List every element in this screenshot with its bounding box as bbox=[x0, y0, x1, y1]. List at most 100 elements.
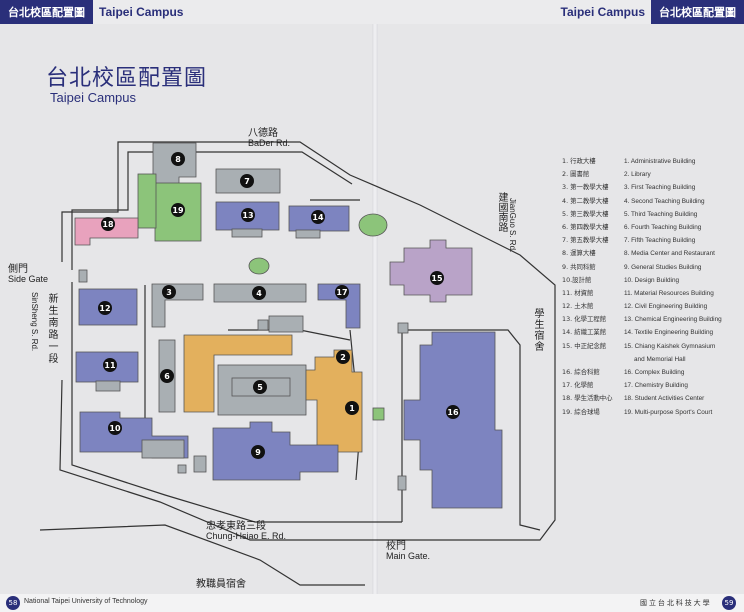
marker-8 bbox=[171, 152, 185, 166]
legend-en: 10. Design Building bbox=[624, 276, 680, 284]
legend-zh: 8. 運算大樓 bbox=[562, 249, 596, 258]
building-14-annex bbox=[295, 229, 321, 239]
legend-row-continued: and Memorial Hall bbox=[562, 353, 732, 366]
marker-16 bbox=[446, 405, 460, 419]
legend-zh: 9. 共同科館 bbox=[562, 262, 596, 271]
legend-row: 2. 圖書館 2. Library bbox=[562, 168, 732, 181]
marker-15 bbox=[430, 271, 444, 285]
legend-zh: 5. 第三教學大樓 bbox=[562, 209, 609, 218]
header-right-zh: 台北校區配置圖 bbox=[651, 0, 744, 24]
road-zhongxiao-en: Chung-Hsiao E. Rd. bbox=[206, 531, 287, 541]
legend-en: 17. Chemistry Building bbox=[624, 382, 688, 390]
marker-5 bbox=[253, 380, 267, 394]
legend-zh: 2. 圖書館 bbox=[562, 170, 590, 179]
marker-19 bbox=[171, 203, 185, 217]
court-strip bbox=[137, 173, 157, 229]
legend-en: 12. Civil Engineering Building bbox=[624, 303, 708, 311]
inner-road-south bbox=[71, 282, 402, 523]
page-spine bbox=[372, 24, 378, 594]
legend-zh: 12. 土木館 bbox=[562, 302, 594, 311]
svg-text:16: 16 bbox=[447, 408, 459, 417]
road-bader-en: BaDer Rd. bbox=[248, 138, 291, 148]
south-street-line bbox=[39, 524, 365, 586]
legend-en: 2. Library bbox=[624, 171, 651, 179]
legend-zh: 19. 綜合球場 bbox=[562, 407, 600, 416]
svg-text:14: 14 bbox=[312, 213, 324, 222]
legend-zh: 13. 化學工程館 bbox=[562, 315, 607, 324]
svg-text:2: 2 bbox=[340, 353, 346, 362]
road-xinsheng-en: SinSheng S. Rd. bbox=[30, 292, 39, 352]
legend-zh: 16. 綜合科館 bbox=[562, 368, 600, 376]
building-13-annex bbox=[231, 228, 263, 238]
road-xinsheng-zh: 新生南路一段 bbox=[46, 293, 57, 365]
legend-en: 11. Material Resources Building bbox=[624, 289, 714, 297]
building-10-annex bbox=[141, 439, 185, 459]
legend-en: 9. General Studies Building bbox=[624, 263, 702, 271]
inner-road-east bbox=[401, 329, 541, 531]
svg-text:10: 10 bbox=[109, 424, 121, 433]
building-11-annex bbox=[95, 380, 121, 392]
legend-zh: 1. 行政大樓 bbox=[562, 157, 596, 165]
footer-university: National Taipei University of Technology bbox=[24, 598, 148, 605]
legend-en: 14. Textile Engineering Building bbox=[624, 329, 714, 337]
header-left: 台北校區配置圖 Taipei Campus bbox=[0, 0, 189, 24]
page-number-left: 58 bbox=[6, 596, 20, 610]
building-17 bbox=[317, 283, 361, 329]
legend-row: 12. 土木館 12. Civil Engineering Building bbox=[562, 300, 732, 313]
legend-zh: 7. 第五教學大樓 bbox=[562, 236, 609, 245]
legend-en: 5. Third Teaching Building bbox=[624, 210, 698, 218]
marker-14 bbox=[311, 210, 325, 224]
legend-en: 1. Administrative Building bbox=[624, 158, 696, 165]
road-jianguo-en: JianGuo S. Rd. bbox=[508, 198, 517, 253]
legend-zh: 6. 第四教學大樓 bbox=[562, 222, 609, 231]
legend-zh: 11. 材資館 bbox=[562, 288, 594, 297]
side-gate-en: Side Gate bbox=[8, 274, 49, 284]
outer-road-line bbox=[59, 141, 556, 541]
header-left-en: Taipei Campus bbox=[99, 5, 184, 19]
green-oval-center bbox=[248, 257, 270, 275]
main-gate-zh: 校門 bbox=[386, 541, 406, 552]
marker-12 bbox=[98, 301, 112, 315]
svg-text:19: 19 bbox=[172, 206, 184, 215]
svg-text:17: 17 bbox=[336, 288, 347, 297]
marker-17 bbox=[335, 285, 349, 299]
svg-text:13: 13 bbox=[242, 211, 253, 220]
building-18 bbox=[74, 217, 139, 246]
legend-en: 13. Chemical Engineering Building bbox=[624, 316, 722, 324]
green-oval-east bbox=[358, 213, 388, 237]
footer-university-zh: 國 立 台 北 科 技 大 學 bbox=[640, 600, 710, 607]
svg-text:4: 4 bbox=[256, 289, 262, 298]
svg-text:6: 6 bbox=[164, 372, 170, 381]
legend-en: 18. Student Activities Center bbox=[624, 395, 705, 403]
svg-text:5: 5 bbox=[257, 383, 263, 392]
building-15 bbox=[389, 239, 473, 303]
building-9 bbox=[212, 421, 339, 481]
svg-text:11: 11 bbox=[104, 361, 116, 370]
building-16-annex bbox=[397, 322, 409, 334]
marker-6 bbox=[160, 369, 174, 383]
staff-dorm-label: 教職員宿舍 bbox=[196, 579, 246, 590]
svg-text:8: 8 bbox=[175, 155, 181, 164]
header-right-en: Taipei Campus bbox=[560, 5, 645, 19]
building-8 bbox=[152, 142, 197, 189]
legend-en-continued: and Memorial Hall bbox=[634, 355, 686, 363]
building-small-1 bbox=[257, 319, 269, 331]
marker-13 bbox=[241, 208, 255, 222]
legend-row: 11. 材資館 11. Material Resources Building bbox=[562, 287, 732, 300]
legend-en: 15. Chiang Kaishek Gymnasium bbox=[624, 342, 716, 350]
building-16-annex-2 bbox=[397, 475, 407, 491]
legend-en: 8. Media Center and Restaurant bbox=[624, 250, 715, 258]
building-small-2 bbox=[268, 315, 304, 333]
marker-18 bbox=[101, 217, 115, 231]
header-left-zh: 台北校區配置圖 bbox=[0, 0, 93, 24]
svg-text:15: 15 bbox=[431, 274, 443, 283]
student-dorm-label: 學生宿舍 bbox=[532, 308, 543, 352]
